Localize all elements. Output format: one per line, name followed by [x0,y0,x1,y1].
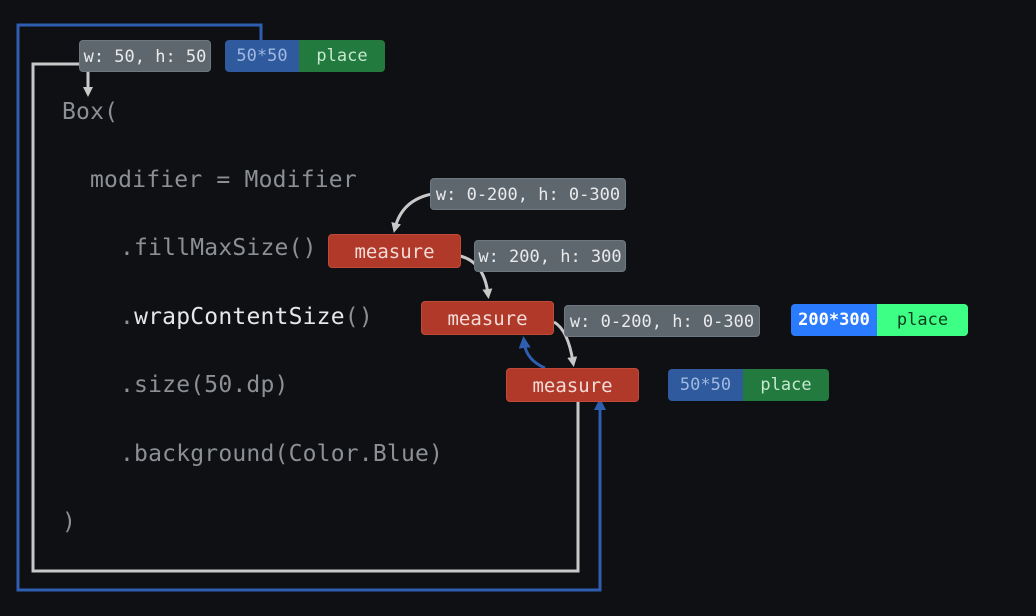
constraint-tag-size: w: 0-200, h: 0-300 [564,305,760,337]
code-wrapcontentsize-name: wrapContentSize [134,304,345,330]
result-place-top: place [299,40,385,72]
inner-return-line [31,62,580,573]
code-line-background: .background(Color.Blue) [120,441,444,467]
constraint-tag-fillmaxsize: w: 0-200, h: 0-300 [430,178,626,210]
code-line-wrapcontentsize: .wrapContentSize() [120,302,373,332]
measure-size: measure [506,368,639,402]
result-size-top: 50*50 [225,40,299,72]
result-tag-wrapcontentsize: 200*300 place [791,304,968,336]
measure-wrapcontentsize: measure [421,301,554,335]
result-place-wrapcontentsize: place [877,304,968,336]
outer-return-line [16,23,602,592]
constraint-tag-wrapcontentsize: w: 200, h: 300 [474,240,626,272]
code-line-fillmaxsize: .fillMaxSize() [120,235,317,261]
result-tag-top: 50*50 place [225,40,385,72]
code-line-modifier: modifier = Modifier [90,167,357,193]
code-paren: () [344,304,373,330]
measure-return-arrow [518,336,546,370]
result-size-wrapcontentsize: 200*300 [791,304,877,336]
fill-constraint-arrow [391,192,433,233]
code-line-size: .size(50.dp) [120,372,289,398]
constraint-tag-top: w: 50, h: 50 [79,40,211,72]
result-size-size: 50*50 [668,369,743,401]
code-line-close: ) [62,509,77,535]
result-place-size: place [743,369,829,401]
result-tag-size: 50*50 place [668,369,829,401]
code-line-box: Box( [62,99,119,125]
code-dot: . [120,304,135,330]
measure-fillmaxsize: measure [328,234,461,268]
